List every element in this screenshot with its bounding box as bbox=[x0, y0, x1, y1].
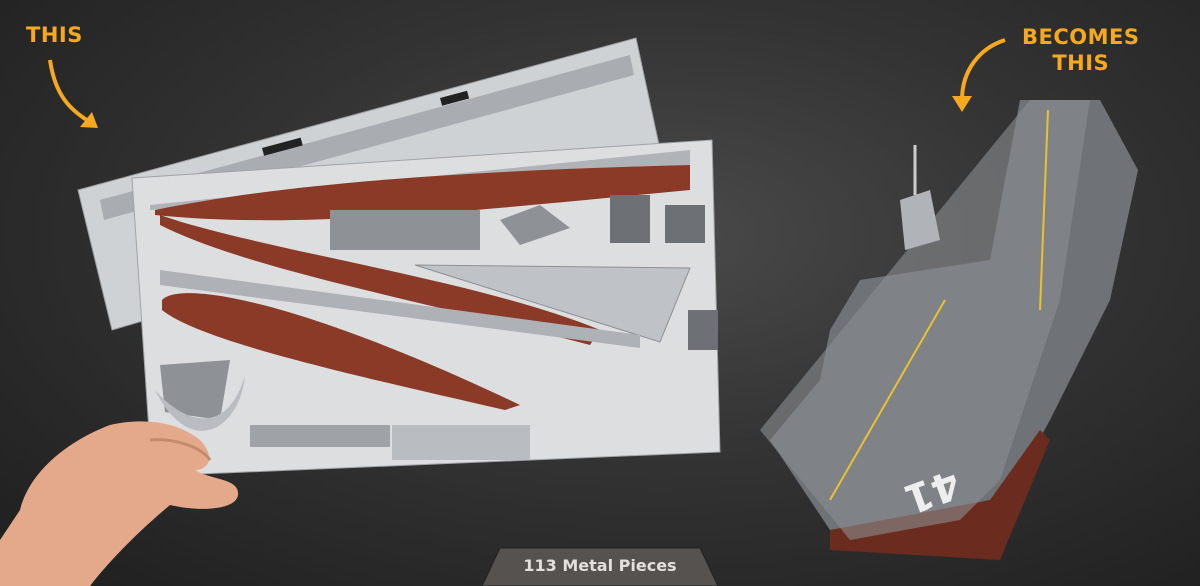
curved-arrow-right bbox=[960, 38, 1006, 101]
after-callout-line2: THIS bbox=[1052, 51, 1110, 75]
curved-arrow-left bbox=[48, 59, 92, 124]
piece-count-badge: 113 Metal Pieces bbox=[523, 556, 677, 575]
aircraft-carrier-model: 41 bbox=[760, 100, 1138, 560]
before-callout: THIS bbox=[26, 23, 83, 47]
front-metal-sheet bbox=[131, 139, 721, 477]
hand bbox=[0, 421, 239, 586]
badge-background bbox=[481, 547, 719, 586]
after-callout-line1: BECOMES bbox=[1022, 25, 1140, 49]
after-callout: BECOMES THIS bbox=[1022, 24, 1139, 76]
